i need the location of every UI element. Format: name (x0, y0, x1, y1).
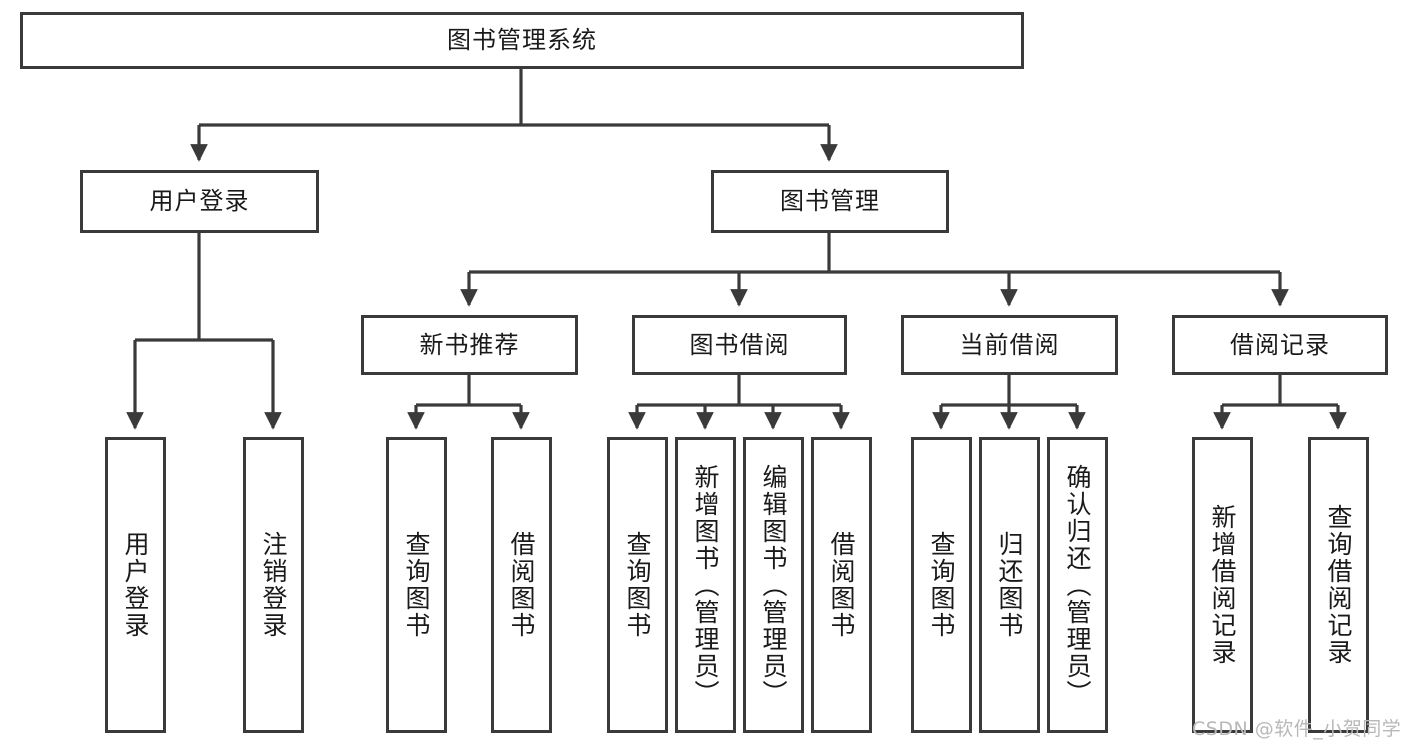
leaf-label: 借阅图书 (827, 531, 856, 639)
leaf-user-login-0[interactable]: 用户登录 (105, 437, 166, 733)
node-user-login[interactable]: 用户登录 (80, 170, 319, 233)
leaf-label: 新增图书（管理员） (691, 463, 720, 707)
leaf-book-borrow-0[interactable]: 查询图书 (607, 437, 668, 733)
leaf-label: 新增借阅记录 (1208, 504, 1237, 666)
leaf-label: 用户登录 (121, 531, 150, 639)
leaf-label: 编辑图书（管理员） (759, 463, 788, 707)
node-book-borrow-label: 图书借阅 (689, 330, 790, 359)
leaf-label: 查询图书 (623, 531, 652, 639)
leaf-label: 归还图书 (995, 531, 1024, 639)
leaf-current-borrow-1[interactable]: 归还图书 (979, 437, 1040, 733)
node-new-book-rec-label: 新书推荐 (419, 330, 520, 359)
node-current-borrow[interactable]: 当前借阅 (901, 315, 1118, 375)
leaf-current-borrow-0[interactable]: 查询图书 (911, 437, 972, 733)
node-user-login-label: 用户登录 (149, 187, 250, 216)
node-book-manage-label: 图书管理 (780, 187, 880, 216)
leaf-new-book-rec-1[interactable]: 借阅图书 (491, 437, 552, 733)
leaf-book-borrow-1[interactable]: 新增图书（管理员） (675, 437, 736, 733)
leaf-label: 借阅图书 (507, 531, 536, 639)
leaf-label: 查询图书 (402, 531, 431, 639)
node-current-borrow-label: 当前借阅 (959, 330, 1060, 359)
leaf-label: 注销登录 (259, 531, 288, 639)
watermark: CSDN @软件_小贺同学 (1192, 718, 1402, 740)
leaf-book-borrow-3[interactable]: 借阅图书 (811, 437, 872, 733)
node-borrow-record[interactable]: 借阅记录 (1172, 315, 1388, 375)
leaf-label: 查询图书 (927, 531, 956, 639)
leaf-new-book-rec-0[interactable]: 查询图书 (386, 437, 447, 733)
node-new-book-rec[interactable]: 新书推荐 (361, 315, 578, 375)
node-borrow-record-label: 借阅记录 (1230, 330, 1330, 359)
node-root-label: 图书管理系统 (447, 26, 597, 55)
leaf-user-login-1[interactable]: 注销登录 (243, 437, 304, 733)
leaf-borrow-record-0[interactable]: 新增借阅记录 (1192, 437, 1253, 733)
leaf-book-borrow-2[interactable]: 编辑图书（管理员） (743, 437, 804, 733)
leaf-label: 确认归还（管理员） (1063, 463, 1092, 707)
node-root[interactable]: 图书管理系统 (20, 12, 1024, 69)
leaf-borrow-record-1[interactable]: 查询借阅记录 (1308, 437, 1369, 733)
node-book-borrow[interactable]: 图书借阅 (632, 315, 847, 375)
leaf-current-borrow-2[interactable]: 确认归还（管理员） (1047, 437, 1108, 733)
node-book-manage[interactable]: 图书管理 (711, 170, 949, 233)
leaf-label: 查询借阅记录 (1324, 504, 1353, 666)
